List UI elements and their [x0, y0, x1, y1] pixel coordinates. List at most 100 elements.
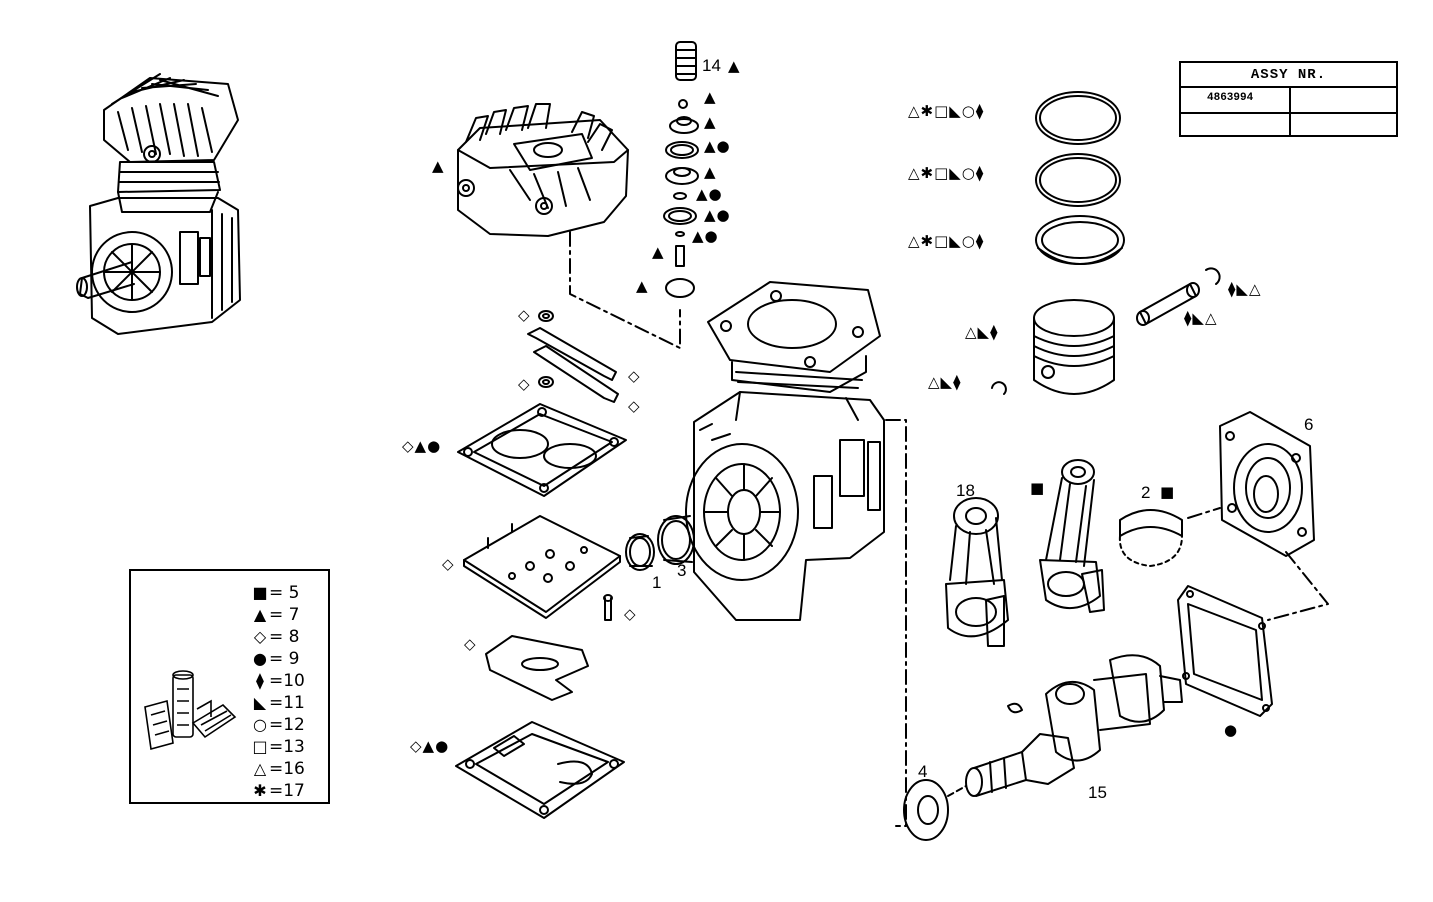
cylinder-block — [685, 281, 885, 621]
small-plate-symbols: ◇ — [464, 635, 477, 653]
block-leader-line — [885, 419, 907, 827]
small-plate — [485, 635, 589, 701]
legend-text: =12 — [269, 715, 305, 735]
bush-1 — [625, 533, 655, 571]
head-leader-line — [569, 231, 681, 349]
piston-symbols: △◣⧫ — [965, 323, 999, 341]
part-number-4: 4 — [918, 762, 928, 781]
gasket-symbols: ◇▲● — [402, 437, 442, 455]
legend-row: ■= 5 — [251, 583, 299, 603]
cylinder-head — [457, 103, 629, 237]
piston — [1033, 299, 1115, 395]
assy-number: 4863994 — [1207, 92, 1254, 104]
part-number-15: 15 — [1088, 783, 1107, 802]
screw — [603, 594, 613, 621]
legend-row: ○=12 — [251, 715, 305, 735]
gasket-symbols: ◇▲● — [410, 737, 450, 755]
pin-symbols: ⧫◣△ — [1184, 309, 1218, 327]
filled-diamond-icon: ⧫ — [256, 671, 264, 690]
part-number-6: 6 — [1304, 415, 1314, 434]
assy-number-table: ASSY NR. 4863994 — [1179, 61, 1398, 137]
crankshaft-15 — [965, 654, 1183, 797]
piston-pin — [1136, 267, 1221, 326]
legend-row: ◇= 8 — [251, 627, 300, 647]
ring-symbols: △✱□◣○⧫ — [908, 232, 985, 250]
piston-rings — [1035, 91, 1125, 265]
assy-table-row: 4863994 — [1181, 88, 1396, 114]
valve-gasket-2 — [455, 721, 625, 819]
legend-text: = 8 — [269, 627, 300, 647]
plate-symbols: ◇ — [442, 555, 455, 573]
legend-row: △=16 — [251, 759, 305, 779]
legend-row: ⧫ =10 — [251, 671, 305, 691]
valve-symbols: ▲ — [704, 113, 717, 131]
legend-row: □=13 — [251, 737, 305, 757]
legend-text: = 5 — [269, 583, 300, 603]
washer-symbols: ◇ — [518, 375, 531, 393]
legend-text: =10 — [269, 671, 305, 691]
legend-text: =13 — [269, 737, 305, 757]
open-triangle-icon: △ — [253, 759, 267, 778]
valve-symbols: ▲● — [704, 206, 731, 224]
bearing-symbols: ■ — [1160, 483, 1176, 501]
valve-symbols: ▲● — [704, 137, 731, 155]
legend-text: =16 — [269, 759, 305, 779]
gasket-symbols: ● — [1224, 721, 1239, 739]
assy-table-divider — [1289, 88, 1291, 137]
bush-3 — [657, 515, 695, 565]
part-number-3: 3 — [677, 561, 687, 580]
half-triangle-icon: ◣ — [253, 693, 267, 712]
part-number-18: 18 — [956, 481, 975, 500]
assy-table-header: ASSY NR. — [1181, 63, 1396, 88]
open-square-icon: □ — [252, 737, 268, 756]
valve-symbols: ▲ — [636, 277, 649, 295]
legend-row: ◣=11 — [251, 693, 305, 713]
valve-symbols: ▲ — [652, 243, 665, 261]
valve-symbols: ▲● — [696, 185, 723, 203]
filled-square-icon: ■ — [252, 583, 268, 602]
ring-symbols: △✱□◣○⧫ — [908, 102, 985, 120]
rod-symbols: ■ — [1030, 479, 1046, 497]
reed-strips — [527, 310, 619, 403]
circlip-symbols: △◣⧫ — [928, 373, 962, 391]
legend-text: =17 — [269, 781, 305, 801]
open-circle-icon: ○ — [253, 715, 267, 734]
part-number-2: 2 — [1141, 483, 1151, 502]
legend-text: =11 — [269, 693, 305, 713]
symbol-legend: ■= 5 ▲= 7 ◇= 8 ●= 9 ⧫=10 ◣=11 ○=12 □=13 … — [129, 569, 330, 804]
side-gasket — [1177, 585, 1273, 717]
asterisk-icon: ✱ — [253, 781, 267, 800]
legend-text: = 9 — [269, 649, 300, 669]
legend-row: ▲= 7 — [251, 605, 300, 625]
washer-symbols: ◇ — [518, 306, 531, 324]
filled-circle-icon: ● — [253, 649, 267, 668]
valve-symbols: ▲ — [704, 163, 717, 181]
valve-plate — [463, 515, 621, 619]
thrust-washer-4 — [903, 779, 949, 841]
part-number-14: 14 — [702, 56, 721, 75]
strip-symbols: ◇ — [628, 397, 641, 415]
valve-symbols: ▲ — [728, 57, 741, 75]
legend-row: ✱=17 — [251, 781, 305, 801]
valve-stack — [663, 41, 699, 298]
ring-symbols: △✱□◣○⧫ — [908, 164, 985, 182]
part-number-1: 1 — [652, 573, 662, 592]
shaft-leader-line — [947, 785, 967, 797]
screw-symbols: ◇ — [624, 605, 637, 623]
valve-symbols: ▲ — [704, 88, 717, 106]
circlip — [991, 381, 1007, 395]
connecting-rod-18 — [945, 497, 1009, 647]
filled-triangle-icon: ▲ — [253, 605, 267, 624]
head-symbols: ▲ — [432, 157, 445, 175]
pin-symbols: ⧫◣△ — [1228, 280, 1262, 298]
valve-gasket-1 — [457, 403, 627, 497]
cover-leader-line — [1187, 507, 1329, 621]
legend-row: ●= 9 — [251, 649, 299, 669]
bearing-cover-6 — [1219, 411, 1315, 557]
gasket-kit-illustration — [144, 670, 237, 751]
connecting-rod-2 — [1039, 459, 1105, 613]
bearing-shell — [1118, 509, 1183, 567]
assembled-compressor-illustration — [76, 73, 241, 335]
strip-symbols: ◇ — [628, 367, 641, 385]
